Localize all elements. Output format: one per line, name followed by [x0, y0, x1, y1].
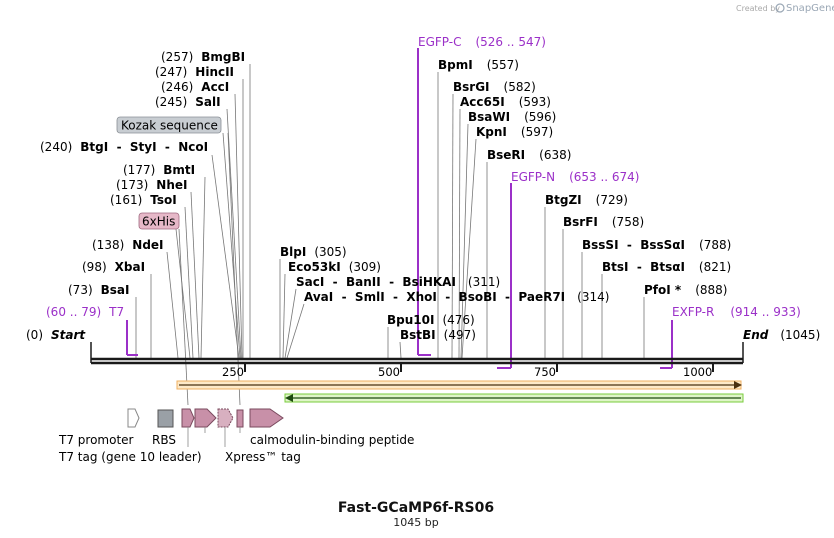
ruler-tick-250: 250	[222, 365, 244, 379]
site-leader-lines	[135, 64, 645, 359]
ruler	[244, 363, 714, 372]
dna-backbone	[90, 342, 744, 365]
site-label-btgi-styi-ncoi: (240)BtgI - StyI - NcoI	[40, 140, 208, 154]
site-label-btsi: BtsI - BtsαI(821)	[602, 260, 731, 274]
feature-label-cbp: calmodulin-binding peptide	[250, 433, 414, 447]
orf-forward-arrow	[176, 380, 742, 390]
site-label-xbai: (98)XbaI	[82, 260, 145, 274]
site-label-blpi: BlpI(305)	[280, 245, 347, 259]
site-label-bsai: (73)BsaI	[68, 283, 130, 297]
feature-label-xpress: Xpress™ tag	[225, 450, 301, 464]
site-label-nhei: (173)NheI	[116, 178, 187, 192]
snapgene-logo-icon	[775, 3, 785, 13]
construct-title: Fast-GCaMP6f-RS06	[338, 500, 494, 516]
site-label-tsoi: (161)TsoI	[110, 193, 177, 207]
site-label-acc65i: Acc65I(593)	[460, 95, 551, 109]
site-label-bpu10i: Bpu10I(476)	[387, 313, 475, 327]
primer-label-egfp-c: EGFP-C(526 .. 547)	[418, 35, 546, 49]
primer-marks	[126, 48, 673, 369]
snapgene-brand: SnapGene	[786, 3, 834, 14]
site-label-kpni: KpnI(597)	[476, 125, 553, 139]
end-label: End(1045)	[743, 328, 820, 342]
site-label-acci: (246)AccI	[161, 80, 229, 94]
site-label-sali: (245)SalI	[155, 95, 221, 109]
feature-xpress-tag-icon	[217, 408, 234, 428]
site-label-bpmi: BpmI(557)	[438, 58, 519, 72]
site-label-btgzi: BtgZI(729)	[545, 193, 628, 207]
orf-reverse-arrow	[284, 393, 744, 403]
created-by-text: Created by	[736, 4, 780, 13]
feature-t7-tag-icon	[181, 408, 195, 428]
site-label-bsrgi: BsrGI(582)	[453, 80, 536, 94]
site-label-pfoi: PfoI *(888)	[644, 283, 727, 297]
site-label-eco53ki: Eco53kI(309)	[288, 260, 381, 274]
feature-label-t7-tag: T7 tag (gene 10 leader)	[58, 450, 202, 464]
svg-text:6xHis: 6xHis	[142, 215, 175, 229]
ruler-tick-500: 500	[378, 365, 400, 379]
primer-label-t7: (60 .. 79)T7	[46, 305, 124, 319]
site-label-bseri: BseRI(638)	[487, 148, 571, 162]
site-label-saci-banii-bsihkai: SacI - BanII - BsiHKAI(311)	[296, 275, 500, 289]
site-label-bmgbi: (257)BmgBI	[161, 50, 245, 64]
ruler-tick-750: 750	[534, 365, 556, 379]
feature-label-t7-promoter: T7 promoter	[58, 433, 134, 447]
site-label-bmti: (177)BmtI	[123, 163, 195, 177]
site-label-hincii: (247)HincII	[155, 65, 234, 79]
site-label-ndei: (138)NdeI	[92, 238, 164, 252]
feature-label-rbs: RBS	[152, 433, 176, 447]
feature-cbp-arrow-icon	[249, 408, 284, 428]
feature-small-box-icon	[236, 409, 244, 428]
ruler-tick-1000: 1000	[683, 365, 712, 379]
site-label-bsssi: BssSI - BssSαI(788)	[582, 238, 731, 252]
primer-label-egfp-n: EGFP-N(653 .. 674)	[511, 170, 640, 184]
site-label-avai-group: AvaI - SmlI - XhoI - BsoBI - PaeR7I(314)	[304, 290, 609, 304]
construct-length: 1045 bp	[393, 516, 438, 529]
site-label-bstbi: BstBI(497)	[400, 328, 476, 342]
his-tag-box: 6xHis	[138, 212, 180, 230]
feature-rbs-icon	[157, 409, 174, 428]
site-label-bsrfi: BsrFI(758)	[563, 215, 644, 229]
start-label: (0)Start	[26, 328, 86, 342]
site-label-bsawi: BsaWI(596)	[468, 110, 556, 124]
feature-his-arrow-icon	[194, 408, 217, 428]
feature-leaders	[187, 427, 241, 447]
kozak-sequence-box: Kozak sequence	[116, 116, 222, 134]
svg-text:Kozak sequence: Kozak sequence	[121, 119, 218, 133]
primer-label-exfp-r: EXFP-R(914 .. 933)	[672, 305, 801, 319]
feature-t7-promoter-icon	[127, 408, 140, 428]
